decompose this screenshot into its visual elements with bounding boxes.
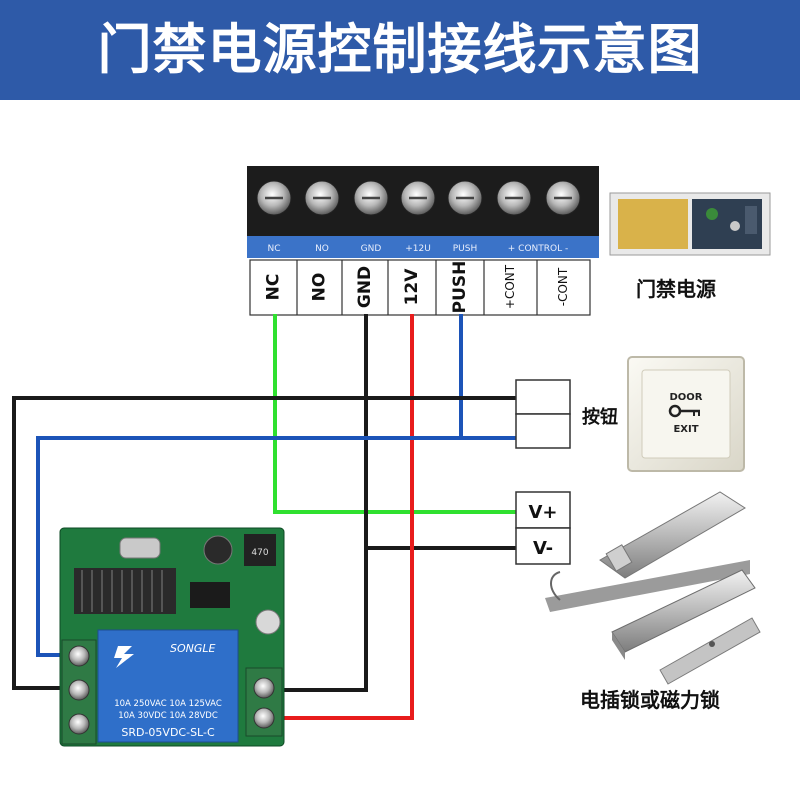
terminal-label-gnd: GND	[355, 266, 375, 308]
relay-screw-l2	[68, 679, 90, 701]
relay-rating-2: 10A 30VDC 10A 28VDC	[118, 711, 218, 721]
exit-button-plate: DOOR EXIT	[627, 356, 745, 472]
wires	[12, 314, 516, 720]
button-terminals	[515, 379, 571, 449]
lock-terminal-vminus	[515, 527, 571, 565]
crystal	[119, 537, 161, 559]
relay-module: 470 SONGLE 10A 250VAC 10A 125VAC 10A 30V…	[59, 527, 285, 747]
relay-screw-l1	[68, 645, 90, 667]
magnetic-lock	[611, 569, 761, 685]
transformer	[618, 199, 688, 249]
capacitor	[203, 535, 233, 565]
terminal-label-no: NO	[310, 273, 330, 302]
strip-label: NC	[267, 244, 280, 254]
vminus-label: V-	[533, 538, 553, 559]
inductor-marking: 470	[251, 548, 268, 558]
button-terminal-2	[515, 413, 571, 449]
songle-logo-icon	[114, 646, 134, 668]
wire-blue-push-button	[459, 314, 516, 440]
wire-black-gnd-relay	[272, 548, 368, 692]
terminal-label-cont: -CONT	[556, 267, 570, 306]
wire-black-relay-button	[12, 396, 516, 690]
electric-bolt-lock	[545, 491, 750, 612]
key-icon	[668, 404, 700, 418]
relay-brand: SONGLE	[170, 642, 216, 655]
lock-terminal-vplus	[515, 491, 571, 529]
relay-screw-r1	[253, 677, 275, 699]
strip-label: NO	[315, 244, 329, 254]
chip	[190, 582, 230, 608]
plate-text-door: DOOR	[669, 392, 702, 403]
strip-label: PUSH	[453, 244, 478, 254]
power-supply-label: 门禁电源	[636, 277, 716, 301]
plate-text-exit: EXIT	[673, 424, 698, 435]
terminal-label-nc: NC	[264, 274, 284, 301]
terminal-label-push: PUSH	[450, 261, 470, 314]
relay-model: SRD-05VDC-SL-C	[121, 726, 215, 739]
vplus-label: V+	[528, 502, 557, 523]
capacitor-2	[255, 609, 281, 635]
coil	[74, 568, 176, 614]
relay-screw-r2	[253, 707, 275, 729]
terminal-label-cont: +CONT	[503, 264, 517, 309]
strip-label: + CONTROL -	[508, 244, 568, 254]
relay-rating-1: 10A 250VAC 10A 125VAC	[114, 699, 222, 709]
wire-green-nc-vplus	[273, 314, 516, 514]
power-supply-unit	[609, 192, 771, 256]
button-terminal-1	[515, 379, 571, 415]
terminal-block: NC NO GND +12U PUSH + CONTROL - NC NO GND 12V PUS…	[247, 166, 599, 316]
strip-label: +12U	[405, 244, 431, 254]
page-title: 门禁电源控制接线示意图	[97, 18, 703, 81]
wire-red-12v-relay	[272, 314, 414, 720]
terminal-label-12v: 12V	[402, 268, 422, 306]
button-label: 按钮	[582, 406, 618, 428]
relay-screw-l3	[68, 713, 90, 735]
title-banner: 门禁电源控制接线示意图	[0, 0, 800, 100]
lock-terminals: V+ V-	[515, 491, 571, 565]
lock-label: 电插锁或磁力锁	[580, 688, 720, 712]
terminal-labels-box	[249, 259, 591, 316]
wire-blue-relay-button	[36, 436, 461, 657]
terminal-label-strip	[247, 236, 599, 258]
strip-label: GND	[361, 244, 382, 254]
inductor	[244, 534, 276, 566]
